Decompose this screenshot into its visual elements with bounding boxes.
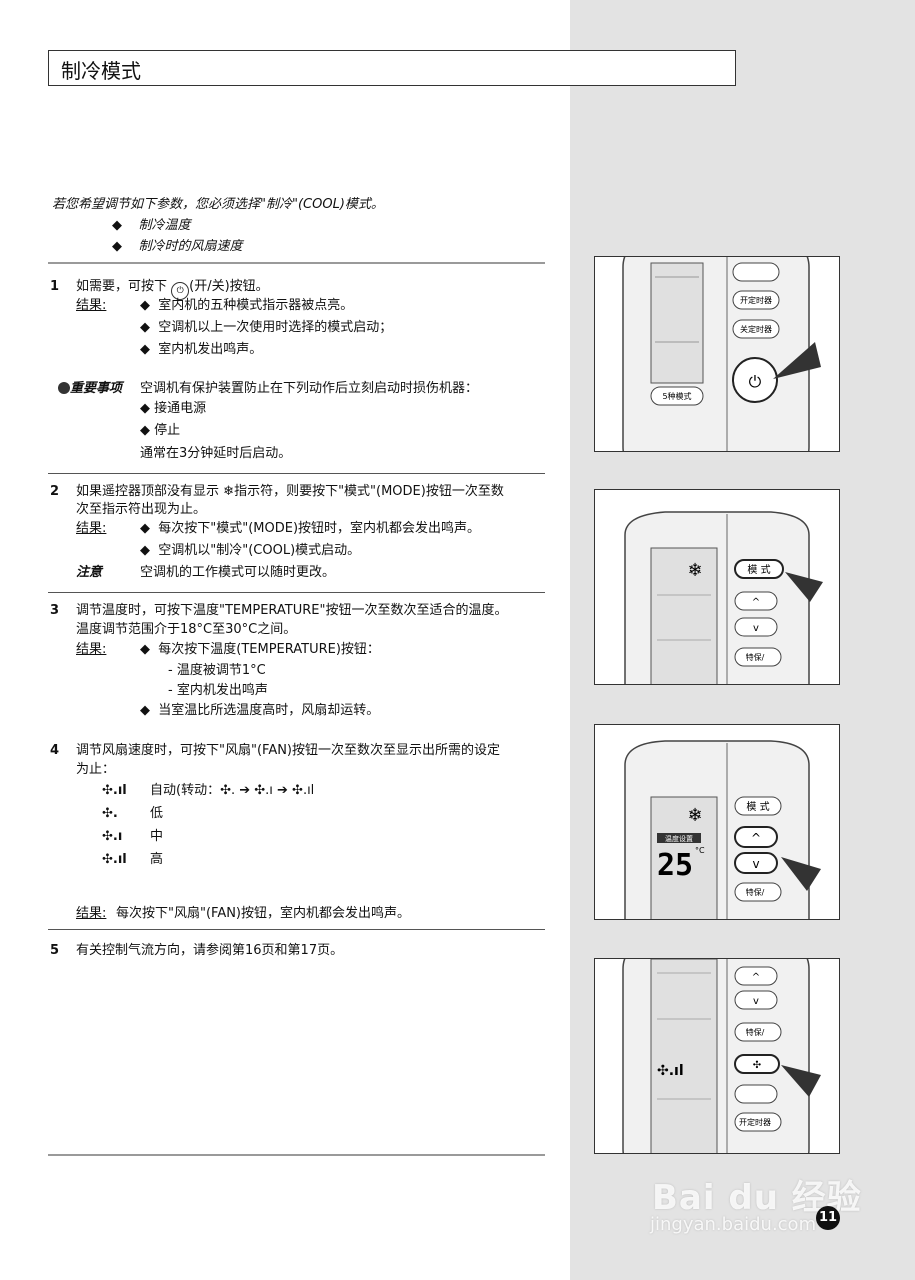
svg-text:^: ^ xyxy=(752,597,760,608)
fan-high-icon: ✣.ıl xyxy=(657,1063,684,1079)
timer-on-label: 开定时器 xyxy=(739,1117,771,1127)
intro-bullet-2: ◆ 制冷时的风扇速度 xyxy=(112,239,243,254)
note-label: 注意 xyxy=(76,565,103,580)
special-label: 特保/ xyxy=(746,652,765,662)
mode5-label: 5种模式 xyxy=(662,391,691,401)
snowflake-icon: ❄ xyxy=(223,484,235,499)
watermark-url: jingyan.baidu.com xyxy=(650,1214,817,1235)
divider xyxy=(48,929,545,930)
temp-unit: °C xyxy=(695,846,705,855)
fan-mid-icon: ✣.ı xyxy=(102,829,123,844)
pointer-arrow-icon xyxy=(785,572,823,602)
mode-button[interactable] xyxy=(734,559,784,579)
step3-number: 3 xyxy=(50,603,60,618)
step2-line1: 如果遥控器顶部没有显示 ❄指示符，则要按下"模式"(MODE)按钮一次至数 xyxy=(76,484,504,499)
step3-sub-1: - 温度被调节1°C xyxy=(168,663,266,678)
timer-on-label: 开定时器 xyxy=(740,295,772,305)
temp-up-button[interactable] xyxy=(734,826,778,848)
step4-number: 4 xyxy=(50,743,60,758)
pointer-arrow-icon xyxy=(781,857,821,891)
step4-result-label: 结果: xyxy=(76,906,107,921)
note-text: 空调机的工作模式可以随时更改。 xyxy=(140,565,336,580)
fan-mid-label: 中 xyxy=(150,829,164,844)
important-footer: 通常在3分钟延时后启动。 xyxy=(140,446,292,461)
fan-auto-icon: ✣.ıl xyxy=(102,783,127,798)
page-number: 11 xyxy=(816,1206,840,1230)
fan-auto-label: 自动(转动：✣. ➔ ✣.ı ➔ ✣.ıl xyxy=(150,783,315,798)
temp-display: 25 xyxy=(657,848,693,883)
important-item-2: ◆ 停止 xyxy=(140,423,181,438)
page-title: 制冷模式 xyxy=(61,59,141,83)
fan-high-label: 高 xyxy=(150,852,164,867)
step5-number: 5 xyxy=(50,943,60,958)
step3-sub-2: - 室内机发出鸣声 xyxy=(168,683,268,698)
special-label: 特保/ xyxy=(746,1027,765,1037)
step2-number: 2 xyxy=(50,484,60,499)
temp-down-button[interactable] xyxy=(734,852,778,874)
divider xyxy=(48,262,545,264)
step1-result-3: ◆ 室内机发出鸣声。 xyxy=(140,342,263,357)
pointer-arrow-icon xyxy=(781,1065,821,1097)
svg-text:v: v xyxy=(752,857,759,871)
step3-line1: 调节温度时，可按下温度"TEMPERATURE"按钮一次至数次至适合的温度。 xyxy=(76,603,508,618)
step3-result-label: 结果: xyxy=(76,642,107,657)
remote-panel-power: 开定时器 关定时器 5种模式 ⏻ xyxy=(594,256,840,452)
mode-button-label: 模 式 xyxy=(746,800,769,813)
power-icon: ⏻ xyxy=(171,282,190,300)
svg-text:^: ^ xyxy=(751,831,761,845)
important-item-1: ◆ 接通电源 xyxy=(140,401,207,416)
step2-result-label: 结果: xyxy=(76,521,107,536)
step4-result-text: 每次按下"风扇"(FAN)按钮，室内机都会发出鸣声。 xyxy=(116,906,411,921)
step5-text: 有关控制气流方向，请参阅第16页和第17页。 xyxy=(76,943,344,958)
step2-line2: 次至指示符出现为止。 xyxy=(76,502,207,517)
svg-text:⏻: ⏻ xyxy=(749,372,762,391)
remote-panel-temp: ❄ 温度设置 25 °C 模 式 ^ v 特保/ xyxy=(594,724,840,920)
important-text: 空调机有保护装置防止在下列动作后立刻启动时损伤机器： xyxy=(140,381,479,396)
remote-panel-fan: ✣.ıl ^ v 特保/ ✣ 开定时器 xyxy=(594,958,840,1154)
mode-button-label: 模 式 xyxy=(747,563,770,576)
timer-off-label: 关定时器 xyxy=(740,324,772,334)
svg-text:v: v xyxy=(753,623,759,634)
divider xyxy=(48,1154,545,1156)
intro-bullet-1: ◆ 制冷温度 xyxy=(112,218,191,233)
fan-low-label: 低 xyxy=(150,806,164,821)
svg-text:✣: ✣ xyxy=(753,1060,761,1071)
divider xyxy=(48,592,545,593)
snowflake-icon: ❄ xyxy=(687,805,702,826)
power-button[interactable] xyxy=(732,357,778,403)
svg-text:v: v xyxy=(753,996,759,1007)
important-label: 重要事项 xyxy=(58,381,122,397)
step1-result-1: ◆ 室内机的五种模式指示器被点亮。 xyxy=(140,298,354,313)
step4-line1: 调节风扇速度时，可按下"风扇"(FAN)按钮一次至数次至显示出所需的设定 xyxy=(76,743,501,758)
special-label: 特保/ xyxy=(746,887,765,897)
step3-result-1: ◆ 每次按下温度(TEMPERATURE)按钮： xyxy=(140,642,380,657)
snowflake-icon: ❄ xyxy=(687,560,702,581)
step3-result-2: ◆ 当室温比所选温度高时，风扇却运转。 xyxy=(140,703,380,718)
important-icon xyxy=(58,382,70,394)
svg-text:^: ^ xyxy=(752,972,760,983)
step2-result-1: ◆ 每次按下"模式"(MODE)按钮时，室内机都会发出鸣声。 xyxy=(140,521,481,536)
pointer-arrow-icon xyxy=(773,342,821,379)
step3-line2: 温度调节范围介于18°C至30°C之间。 xyxy=(76,622,297,637)
step4-line2: 为止： xyxy=(76,762,116,777)
fan-button[interactable] xyxy=(734,1054,780,1074)
divider xyxy=(48,473,545,474)
intro-line: 若您希望调节如下参数，您必须选择"制冷"(COOL)模式。 xyxy=(52,197,384,212)
step1-number: 1 xyxy=(50,279,60,294)
step1-result-label: 结果: xyxy=(76,298,107,313)
remote-panel-mode: ❄ 模 式 ^ v 特保/ xyxy=(594,489,840,685)
step2-result-2: ◆ 空调机以"制冷"(COOL)模式启动。 xyxy=(140,543,361,558)
page-title-box: 制冷模式 xyxy=(48,50,736,86)
step1-text: 如需要，可按下 ⏻(开/关)按钮。 xyxy=(76,279,269,300)
set-temp-label: 温度设置 xyxy=(665,834,693,843)
fan-high-icon: ✣.ıl xyxy=(102,852,127,867)
fan-low-icon: ✣. xyxy=(102,806,118,821)
step1-result-2: ◆ 空调机以上一次使用时选择的模式启动； xyxy=(140,320,393,335)
